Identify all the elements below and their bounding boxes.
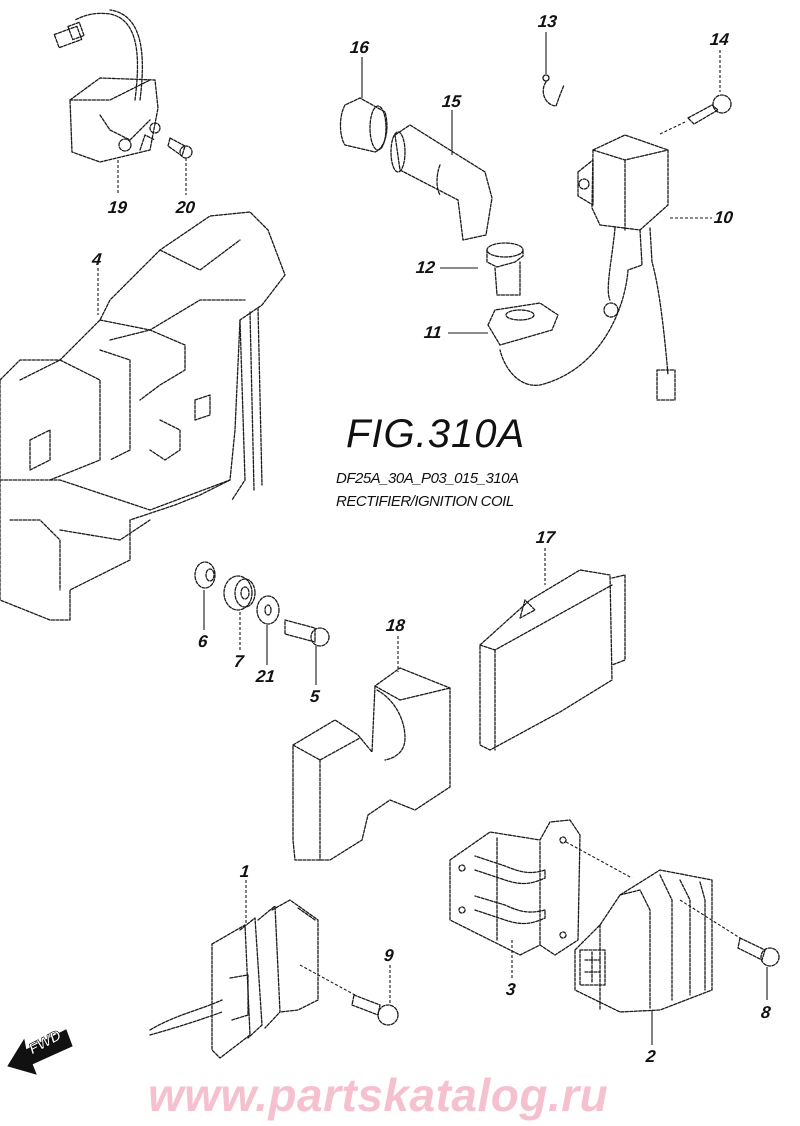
part-19-relay[interactable] [53, 9, 161, 163]
part-17-ecm[interactable] [479, 569, 626, 751]
part-11-grommet[interactable] [487, 302, 559, 346]
part-4-holder[interactable] [0, 211, 286, 621]
callout-21[interactable]: 21 [255, 667, 276, 686]
callout-11[interactable]: 11 [423, 323, 443, 342]
part-9-bolt[interactable] [351, 994, 399, 1026]
part-14-bolt[interactable] [687, 94, 732, 125]
callout-18[interactable]: 18 [385, 616, 406, 635]
part-3-bracket[interactable] [449, 819, 581, 956]
part-8-bolt[interactable] [737, 937, 780, 967]
callout-13[interactable]: 13 [537, 12, 558, 31]
part-7-grommet[interactable] [223, 575, 256, 611]
callout-16[interactable]: 16 [349, 38, 370, 57]
callout-20[interactable]: 20 [175, 198, 196, 217]
part-20-screw[interactable] [167, 137, 193, 159]
part-18-cushion[interactable] [292, 667, 451, 861]
fwd-arrow-icon [7, 1029, 73, 1075]
callout-15[interactable]: 15 [441, 92, 462, 111]
watermark: www.partskatalog.ru [148, 1069, 609, 1121]
part-1-rectifier[interactable] [149, 899, 319, 1059]
part-16-cap[interactable] [339, 97, 388, 153]
callout-17[interactable]: 17 [535, 528, 556, 547]
callout-10[interactable]: 10 [713, 208, 734, 227]
part-21-washer[interactable] [256, 595, 280, 625]
figure-code: DF25A_30A_P03_015_310A [336, 470, 519, 487]
part-2-regulator[interactable] [574, 869, 713, 1013]
figure-title: FIG.310A [346, 412, 526, 456]
callout-14[interactable]: 14 [709, 30, 730, 49]
part-12-plug-cap[interactable] [486, 242, 524, 296]
part-6-collar[interactable] [194, 561, 216, 589]
figure-name: RECTIFIER/IGNITION COIL [336, 493, 514, 510]
part-10-ignition-coil[interactable] [499, 134, 676, 401]
callout-19[interactable]: 19 [107, 198, 128, 217]
part-5-bolt[interactable] [284, 619, 330, 647]
part-15-boot[interactable] [390, 124, 493, 241]
callout-12[interactable]: 12 [415, 258, 436, 277]
part-13-clip[interactable] [542, 74, 565, 107]
